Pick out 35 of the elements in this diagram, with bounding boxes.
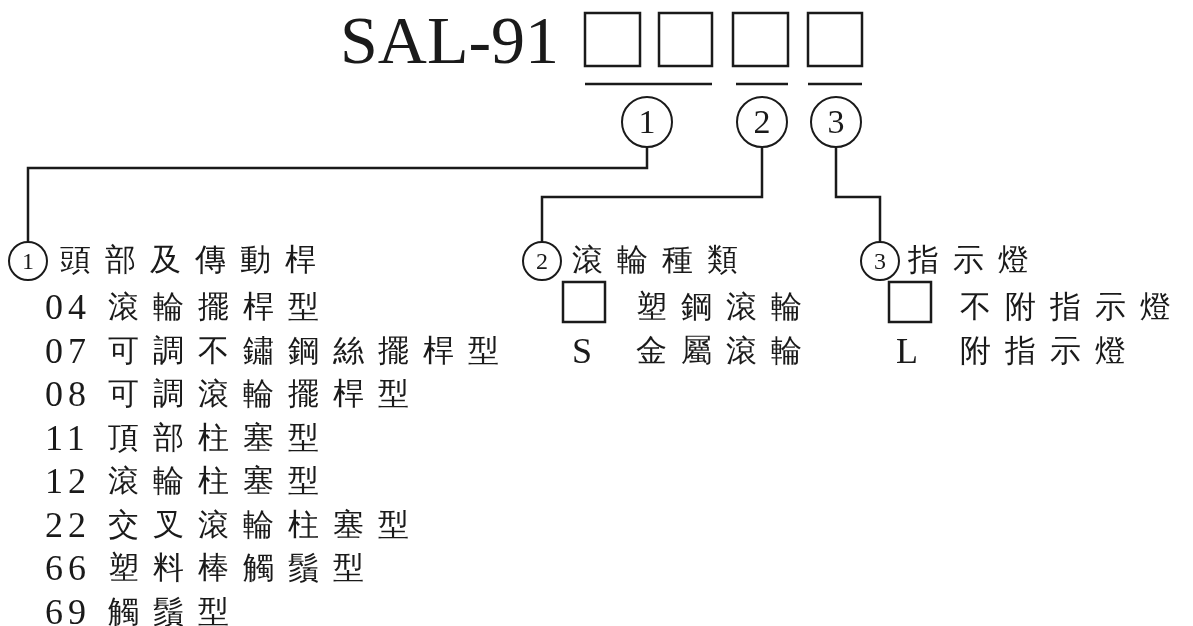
number-circle: 3: [810, 96, 862, 148]
option-description: 可調滾輪擺桿型: [108, 375, 423, 413]
number-circle: 2: [736, 96, 788, 148]
section-heading: 頭部及傳動桿: [60, 241, 330, 279]
option-code: 66: [45, 548, 91, 588]
option-code: 11: [45, 417, 90, 458]
option-description: 塑料棒觸鬚型: [108, 549, 378, 587]
model-code-title: SAL-91: [340, 1, 560, 80]
option-code: S: [572, 331, 598, 371]
number-circle: 2: [522, 241, 562, 281]
option-code: 04: [45, 287, 91, 327]
option-description: 觸鬚型: [108, 592, 243, 626]
option-description: 塑鋼滾輪: [636, 288, 816, 326]
option-code: 12: [45, 461, 91, 501]
option-description: 滾輪柱塞型: [108, 462, 333, 500]
number-circle: 1: [8, 241, 48, 281]
option-description: 交叉滾輪柱塞型: [108, 505, 423, 544]
option-description: 金屬滾輪: [636, 332, 816, 370]
option-description: 附指示燈: [960, 332, 1140, 370]
section-heading: 指示燈: [908, 241, 1043, 279]
option-code: 07: [45, 330, 91, 371]
option-description: 頂部柱塞型: [108, 418, 333, 457]
connector-line: [26, 148, 649, 241]
number-circle: 3: [860, 241, 900, 281]
option-description: 可調不鏽鋼絲擺桿型: [108, 331, 513, 370]
option-code: 22: [45, 504, 91, 545]
option-code: L: [896, 331, 923, 371]
connector-line: [834, 148, 882, 241]
option-code: 08: [45, 374, 91, 414]
section-heading: 滾輪種類: [572, 241, 752, 279]
option-description: 滾輪擺桿型: [108, 288, 333, 326]
number-circle: 1: [621, 96, 673, 148]
option-description: 不附指示燈: [960, 288, 1185, 326]
option-code: 69: [45, 591, 91, 626]
connector-line: [540, 148, 764, 241]
